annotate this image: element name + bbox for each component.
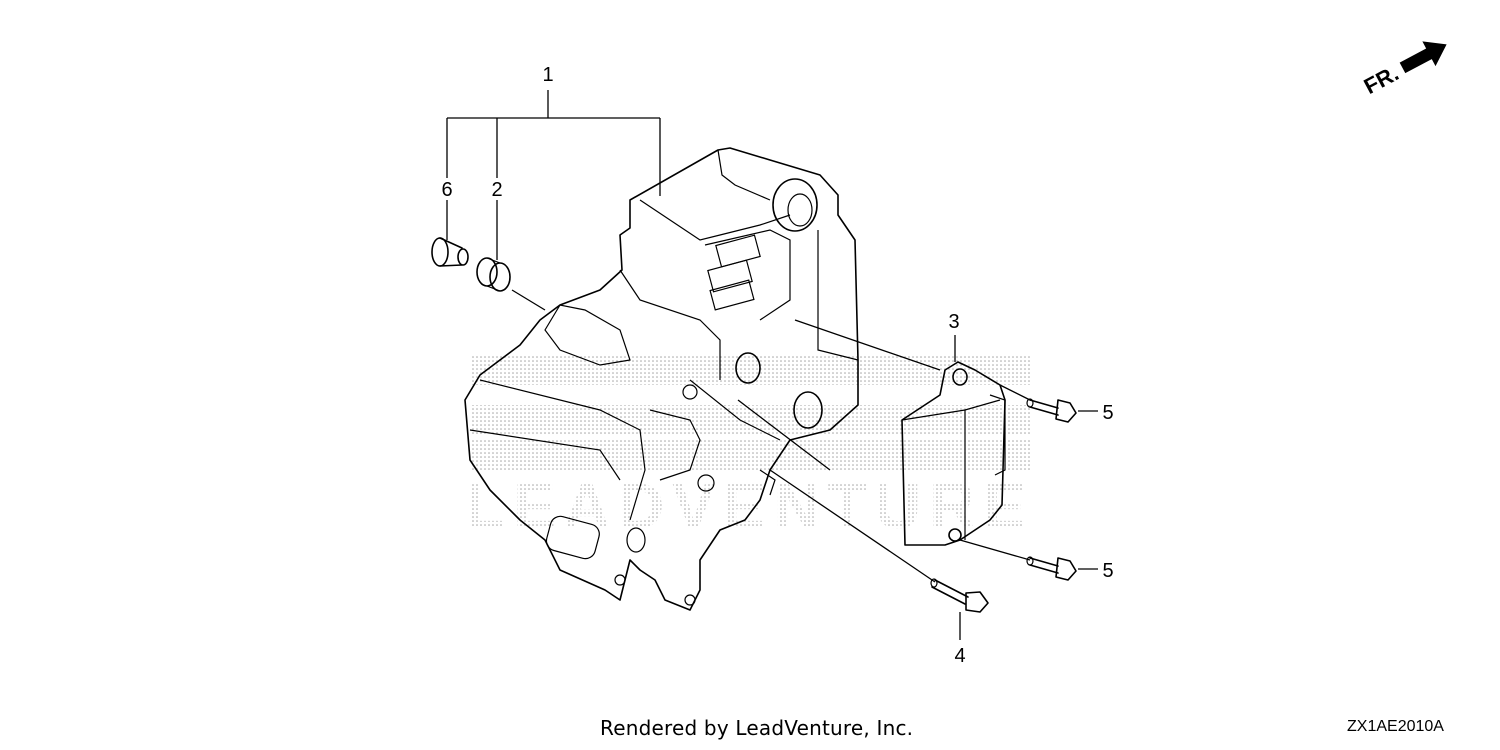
leader-lines <box>446 90 1098 640</box>
main-bracket <box>464 147 859 611</box>
callout-5-upper: 5 <box>1102 402 1113 424</box>
arrow-right-icon <box>1399 41 1447 74</box>
collar-part-6 <box>431 237 469 267</box>
callout-4: 4 <box>954 645 965 667</box>
callout-1: 1 <box>542 64 553 86</box>
bolt-part-4 <box>930 578 989 613</box>
diagram-code: ZX1AE2010A <box>1347 718 1444 735</box>
bolt-part-5-lower <box>1026 556 1077 581</box>
bolt-part-5-upper <box>1026 398 1077 423</box>
module-part-3 <box>901 361 1006 546</box>
footer-credit: Rendered by LeadVenture, Inc. <box>600 716 914 740</box>
callout-5-lower: 5 <box>1102 560 1113 582</box>
watermark-text: LEADVENTURE <box>466 470 1034 542</box>
front-direction-label: FR. <box>1360 60 1403 99</box>
grommet-part-2 <box>476 257 511 292</box>
watermark: LEADVENTURE <box>466 355 1034 542</box>
callout-3: 3 <box>948 311 959 333</box>
callout-6: 6 <box>441 179 452 201</box>
callout-2: 2 <box>491 179 502 201</box>
front-direction-marker: FR. <box>1360 41 1447 99</box>
